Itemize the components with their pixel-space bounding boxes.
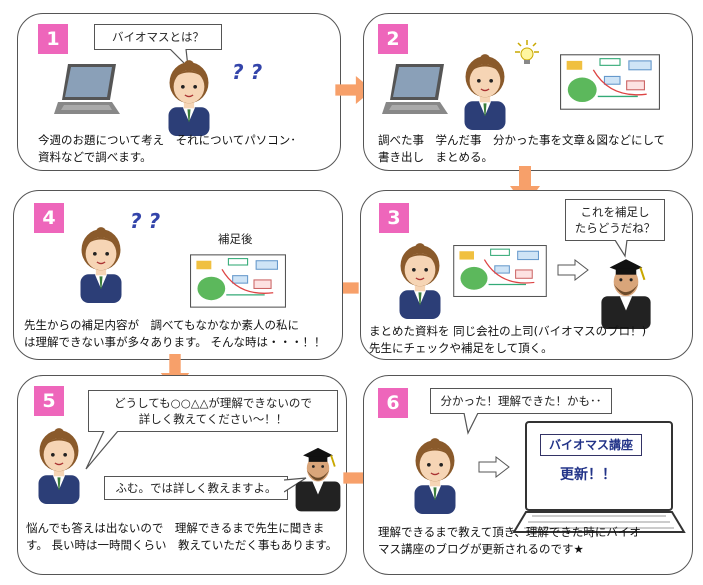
step-2-panel: 2 調べた事 学んだ事 分かった事を文章＆図などにして 書き出し まとめる。 — [363, 13, 693, 171]
step-2-caption: 調べた事 学んだ事 分かった事を文章＆図などにして 書き出し まとめる。 — [378, 133, 666, 164]
lightbulb-icon — [515, 40, 539, 64]
student-confused-icon — [70, 221, 132, 303]
blog-title: バイオマス講座 — [540, 434, 642, 456]
step-6-caption: 理解できるまで教えて頂き、理解できた時にバイオ マス講座のブログが更新されるので… — [378, 525, 641, 556]
step-4-caption: 先生からの補足内容が 調べてもなかなか素人の私に は理解できない事が多々あります… — [24, 318, 326, 349]
summary-diagram-icon — [560, 54, 660, 110]
hollow-arrow-icon — [557, 259, 589, 281]
revised-diagram-icon — [190, 253, 286, 309]
step-5-caption: 悩んでも答えは出ないので 理解できるまで先生に聞きま す。 長い時は一時間くらい… — [26, 521, 338, 552]
teacher-bubble-tail — [284, 477, 307, 493]
step-2-badge: 2 — [378, 24, 408, 54]
step-1-badge: 1 — [38, 24, 68, 54]
step-1-speech-bubble: バイオマスとは？ — [94, 24, 222, 50]
student-asking-icon — [28, 422, 90, 504]
student-presenting-icon — [389, 237, 451, 319]
step-6-bubble-tail — [463, 413, 479, 435]
step-1-panel: 1 バイオマスとは？ ? ? 今週のお題について考え それについてパソコン･ 資… — [17, 13, 341, 171]
step-5-student-bubble: どうしても○○△△が理解できないので 詳しく教えてください～！！ — [88, 390, 338, 432]
student-happy-icon — [404, 432, 466, 514]
summary-diagram-icon — [453, 245, 547, 297]
step-5-teacher-bubble: ふむ。では詳しく教えますよ。 — [104, 476, 288, 500]
hollow-arrow-icon — [478, 456, 510, 478]
step-3-bubble-tail — [614, 240, 628, 258]
student-idea-icon — [454, 48, 516, 130]
step-4-badge: 4 — [34, 203, 64, 233]
step-3-speech-bubble: これを補足し たらどうだね？ — [565, 199, 665, 241]
step-1-caption: 今週のお題について考え それについてパソコン･ 資料などで調べます。 — [38, 133, 297, 164]
step-5-panel: 5 どうしても○○△△が理解できないので 詳しく教えてください～！！ ふむ。では… — [17, 375, 347, 575]
step-6-speech-bubble: 分かった！理解できた！かも･･ — [430, 388, 612, 414]
step-6-badge: 6 — [378, 388, 408, 418]
step-6-panel: 6 分かった！理解できた！かも･･ バイオマス講座 更新！！ 理解できるまで教え… — [363, 375, 693, 575]
step-3-caption: まとめた資料を 同じ会社の上司(バイオマスのプロ！) 先生にチェックや補足をして… — [369, 324, 647, 355]
step-3-badge: 3 — [379, 203, 409, 233]
question-marks: ? ? — [130, 209, 161, 233]
revised-label: 補足後 — [218, 232, 253, 246]
question-marks: ? ? — [232, 60, 263, 84]
step-4-panel: 4 ? ? 補足後 先生からの補足内容が 調べてもなかなか素人の私に は理解でき… — [13, 190, 343, 360]
teacher-icon — [290, 436, 346, 512]
step-5-badge: 5 — [34, 386, 64, 416]
blog-update-label: 更新！！ — [560, 467, 616, 483]
step-3-panel: 3 これを補足し たらどうだね？ まとめた資料を 同じ会社の上司(バイオマスのプ… — [360, 190, 693, 360]
teacher-icon — [595, 247, 657, 329]
laptop-icon — [382, 62, 452, 118]
student-thinking-icon — [158, 54, 220, 136]
student-bubble-tail — [85, 431, 119, 470]
laptop-icon — [54, 62, 124, 118]
